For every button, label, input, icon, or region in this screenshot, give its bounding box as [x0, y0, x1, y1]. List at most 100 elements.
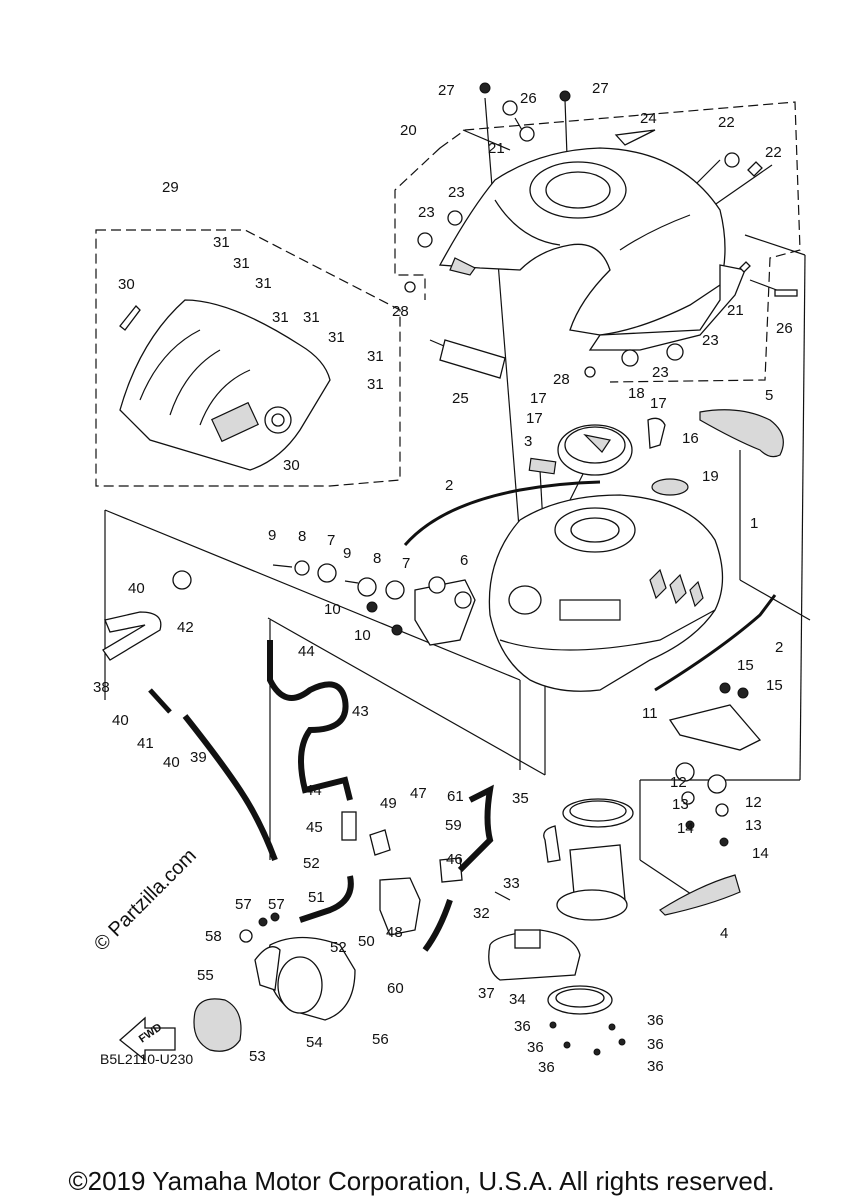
part-label-35: 35 — [512, 790, 529, 807]
part-label-8: 8 — [373, 550, 381, 567]
part-label-53: 53 — [249, 1048, 266, 1065]
part-label-42: 42 — [177, 619, 194, 636]
part-label-20: 20 — [400, 122, 417, 139]
part-label-31: 31 — [233, 255, 250, 272]
part-label-37: 37 — [478, 985, 495, 1002]
part-label-16: 16 — [682, 430, 699, 447]
part-label-57: 57 — [235, 896, 252, 913]
cover-part-5 — [699, 409, 784, 458]
part-label-52: 52 — [303, 855, 320, 872]
part-label-50: 50 — [358, 933, 375, 950]
part-label-39: 39 — [190, 749, 207, 766]
rear-bracket-assembly — [668, 682, 762, 847]
bracket-assembly — [272, 560, 476, 646]
part-label-36: 36 — [527, 1039, 544, 1056]
cap-part-19 — [651, 478, 689, 496]
part-label-23: 23 — [448, 184, 465, 201]
fuel-cap-part-16 — [557, 417, 666, 476]
part-label-10: 10 — [324, 601, 341, 618]
part-label-36: 36 — [647, 1012, 664, 1029]
part-label-17: 17 — [650, 395, 667, 412]
part-label-2: 2 — [775, 639, 783, 656]
part-label-51: 51 — [308, 889, 325, 906]
part-label-54: 54 — [306, 1034, 323, 1051]
pad-part-3 — [528, 457, 557, 475]
part-label-9: 9 — [268, 527, 276, 544]
part-label-3: 3 — [524, 433, 532, 450]
part-label-33: 33 — [503, 875, 520, 892]
part-label-14: 14 — [752, 845, 769, 862]
part-label-28: 28 — [553, 371, 570, 388]
part-label-17: 17 — [526, 410, 543, 427]
part-label-24: 24 — [640, 110, 657, 127]
part-label-28: 28 — [392, 303, 409, 320]
part-label-23: 23 — [418, 204, 435, 221]
part-label-8: 8 — [298, 528, 306, 545]
part-label-31: 31 — [272, 309, 289, 326]
part-label-41: 41 — [137, 735, 154, 752]
part-label-2: 2 — [445, 477, 453, 494]
part-label-12: 12 — [670, 774, 687, 791]
part-label-45: 45 — [306, 819, 323, 836]
part-label-17: 17 — [530, 390, 547, 407]
part-label-40: 40 — [163, 754, 180, 771]
seal-part-2-top — [403, 480, 601, 546]
fuel-pump-assembly — [488, 798, 634, 1056]
part-label-40: 40 — [128, 580, 145, 597]
part-label-61: 61 — [447, 788, 464, 805]
part-label-46: 46 — [446, 851, 463, 868]
seal-part-2-right — [654, 594, 777, 692]
part-label-31: 31 — [367, 348, 384, 365]
part-label-5: 5 — [765, 387, 773, 404]
plate-part-4 — [659, 874, 741, 916]
part-label-12: 12 — [745, 794, 762, 811]
part-label-29: 29 — [162, 179, 179, 196]
part-label-36: 36 — [647, 1036, 664, 1053]
part-label-18: 18 — [628, 385, 645, 402]
part-label-44: 44 — [298, 643, 315, 660]
part-label-49: 49 — [380, 795, 397, 812]
part-label-40: 40 — [112, 712, 129, 729]
part-label-27: 27 — [592, 80, 609, 97]
part-label-57: 57 — [268, 896, 285, 913]
part-label-34: 34 — [509, 991, 526, 1008]
part-label-36: 36 — [538, 1059, 555, 1076]
copyright-footer: ©2019 Yamaha Motor Corporation, U.S.A. A… — [68, 1166, 775, 1196]
part-label-1: 1 — [750, 515, 758, 532]
part-label-10: 10 — [354, 627, 371, 644]
part-label-15: 15 — [766, 677, 783, 694]
part-label-32: 32 — [473, 905, 490, 922]
part-label-31: 31 — [255, 275, 272, 292]
part-label-59: 59 — [445, 817, 462, 834]
part-label-13: 13 — [672, 796, 689, 813]
part-label-4: 4 — [720, 925, 728, 942]
part-label-14: 14 — [677, 820, 694, 837]
part-label-58: 58 — [205, 928, 222, 945]
diagram-code: B5L2110-U230 — [100, 1051, 194, 1067]
part-label-31: 31 — [213, 234, 230, 251]
fuel-tank-part-1 — [488, 494, 724, 692]
part-label-26: 26 — [520, 90, 537, 107]
part-label-55: 55 — [197, 967, 214, 984]
part-label-31: 31 — [303, 309, 320, 326]
part-label-11: 11 — [642, 705, 658, 722]
part-label-22: 22 — [718, 114, 735, 131]
part-label-43: 43 — [352, 703, 369, 720]
part-label-21: 21 — [488, 140, 505, 157]
part-label-23: 23 — [702, 332, 719, 349]
part-label-21: 21 — [727, 302, 744, 319]
part-label-22: 22 — [765, 144, 782, 161]
tank-cover-part-20 — [438, 147, 746, 351]
part-label-27: 27 — [438, 82, 455, 99]
part-label-56: 56 — [372, 1031, 389, 1048]
part-label-48: 48 — [386, 924, 403, 941]
part-label-9: 9 — [343, 545, 351, 562]
part-label-25: 25 — [452, 390, 469, 407]
group-box-20 — [394, 101, 801, 383]
part-label-19: 19 — [702, 468, 719, 485]
group-box-29 — [95, 229, 401, 487]
part-label-60: 60 — [387, 980, 404, 997]
part-label-47: 47 — [410, 785, 427, 802]
part-label-26: 26 — [776, 320, 793, 337]
